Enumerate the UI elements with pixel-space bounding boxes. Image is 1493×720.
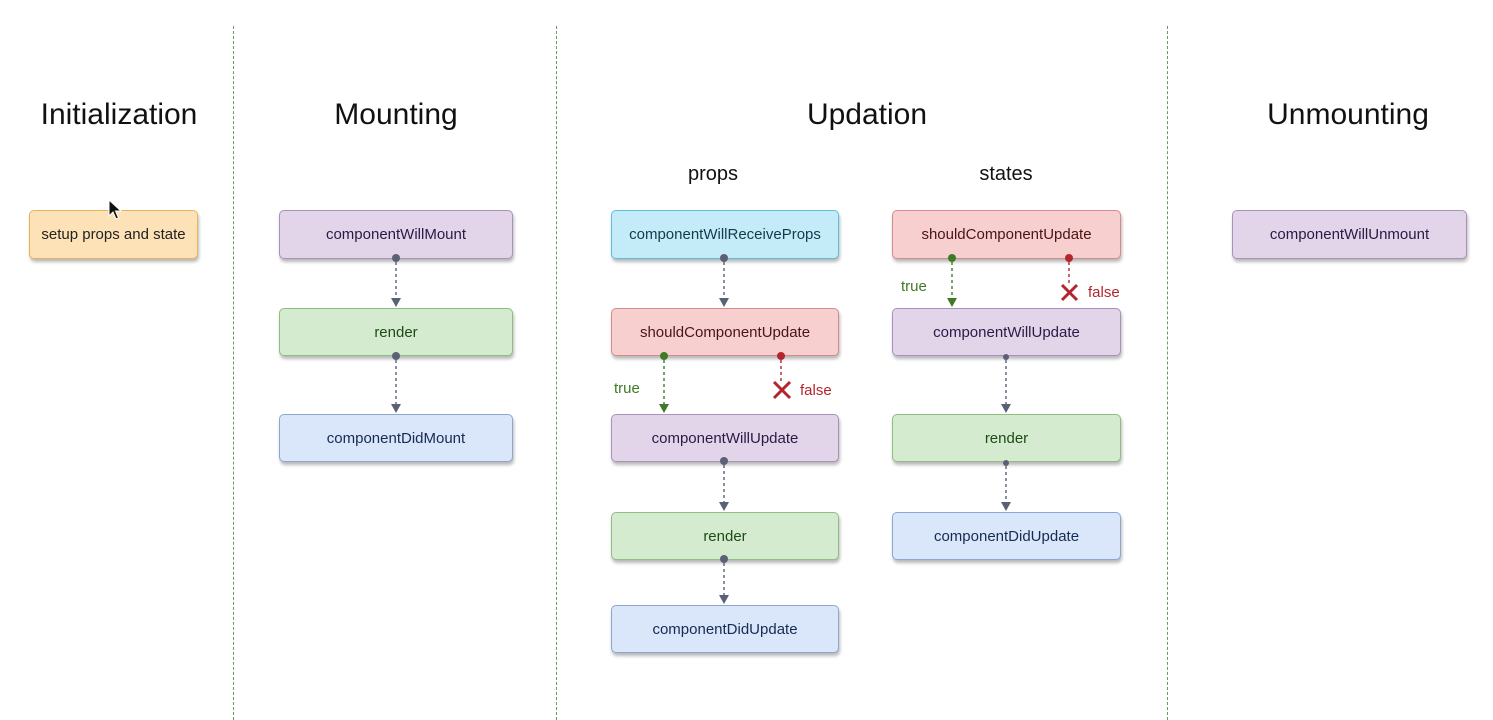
subtitle-props: props — [687, 163, 739, 185]
node-component-will-unmount: componentWillUnmount — [1232, 210, 1467, 259]
node-should-component-update: shouldComponentUpdate — [892, 210, 1121, 259]
flow-arrow — [391, 254, 401, 307]
flow-arrow — [1001, 354, 1011, 413]
node-component-will-receive-props: componentWillReceiveProps — [611, 210, 839, 259]
flow-arrow — [719, 555, 729, 604]
branch-label-false: false — [800, 382, 832, 399]
phase-title-unmounting: Unmounting — [1267, 98, 1429, 131]
phase-divider — [556, 26, 557, 720]
phase-divider — [233, 26, 234, 720]
node-setup-props-and-state: setup props and state — [29, 210, 198, 259]
subtitle-states: states — [979, 163, 1033, 185]
phase-title-updation: Updation — [806, 98, 928, 131]
flow-arrow — [719, 254, 729, 307]
flow-arrow — [719, 457, 729, 511]
phase-divider — [1167, 26, 1168, 720]
node-render: render — [892, 414, 1121, 462]
node-component-will-update: componentWillUpdate — [892, 308, 1121, 356]
flow-arrow — [1001, 460, 1011, 511]
node-should-component-update: shouldComponentUpdate — [611, 308, 839, 356]
true-branch-arrow — [947, 254, 957, 307]
branch-label-true: true — [901, 278, 927, 295]
branch-label-true: true — [614, 380, 640, 397]
node-render: render — [611, 512, 839, 560]
false-branch-arrow — [1065, 254, 1073, 284]
cross-icon — [772, 380, 792, 400]
node-component-did-update: componentDidUpdate — [611, 605, 839, 653]
node-component-did-update: componentDidUpdate — [892, 512, 1121, 560]
branch-label-false: false — [1088, 284, 1120, 301]
cross-icon — [1060, 283, 1079, 302]
node-render: render — [279, 308, 513, 356]
flow-arrow — [391, 352, 401, 413]
node-component-did-mount: componentDidMount — [279, 414, 513, 462]
mouse-pointer-icon — [108, 199, 122, 220]
true-branch-arrow — [659, 352, 669, 413]
phase-title-initialization: Initialization — [40, 98, 198, 131]
phase-title-mounting: Mounting — [334, 98, 458, 131]
false-branch-arrow — [777, 352, 785, 382]
